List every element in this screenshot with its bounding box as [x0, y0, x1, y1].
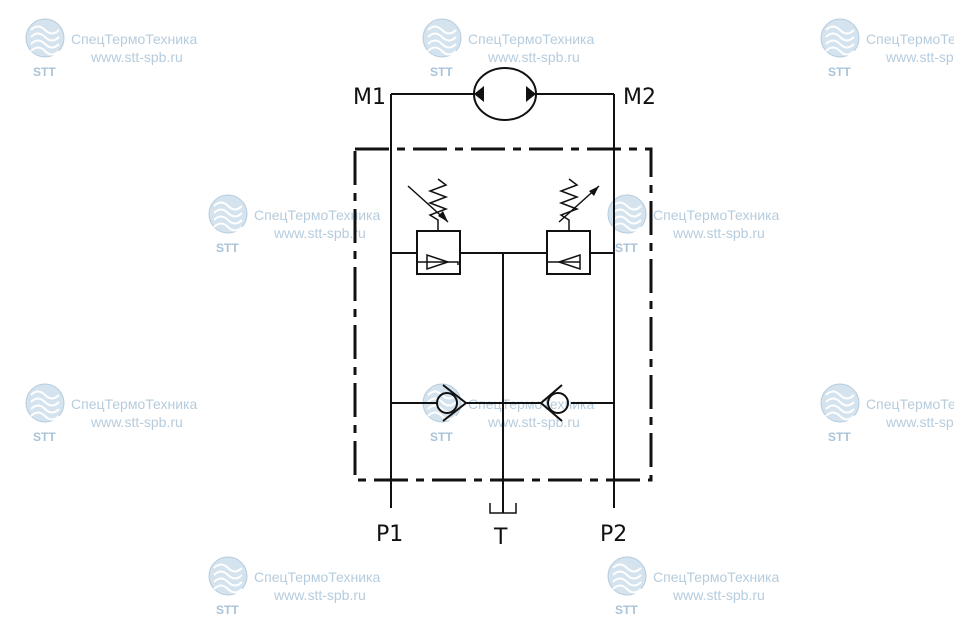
- watermark-logo-text: STT: [216, 241, 239, 255]
- watermark-logo-text: STT: [430, 65, 453, 79]
- watermark-url: www.stt-spb.ru: [672, 225, 765, 241]
- watermark-layer: STTСпецТермоТехникаwww.stt-spb.ruSTTСпец…: [25, 18, 954, 617]
- watermark: STT СпецТермоТехника www.stt-spb.ru: [25, 18, 197, 79]
- watermark-company-name: СпецТермоТехника: [653, 207, 779, 223]
- watermark-logo-text: STT: [828, 430, 851, 444]
- watermark-url: www.stt-spb.ru: [90, 414, 183, 430]
- valve-housing-boundary: [353, 147, 653, 482]
- stt-logo-icon: [607, 556, 647, 596]
- relief-valve-left: [407, 178, 461, 275]
- port-label-p1: P1: [376, 522, 403, 547]
- watermark-url: www.stt-spb.ru: [487, 414, 580, 430]
- tank-symbol: [489, 503, 517, 514]
- stt-logo-icon: [25, 383, 65, 423]
- relief-valve-right: [546, 178, 600, 275]
- check-valve-left: [436, 384, 468, 422]
- stt-logo-icon: [820, 18, 860, 58]
- port-label-t: T: [493, 525, 508, 550]
- stt-logo-icon: [25, 18, 65, 58]
- watermark-logo-text: STT: [615, 603, 638, 617]
- watermark-logo-text: STT: [430, 430, 453, 444]
- watermark: STT СпецТермоТехника www.stt-spb.ru: [607, 194, 779, 255]
- watermark-company-name: СпецТермоТехника: [254, 569, 380, 585]
- watermark-logo-text: STT: [615, 241, 638, 255]
- port-label-m1: M1: [353, 85, 386, 110]
- stt-logo-icon: [208, 556, 248, 596]
- watermark-url: www.stt-spb.ru: [487, 49, 580, 65]
- watermark-logo-text: STT: [828, 65, 851, 79]
- watermark: STT СпецТермоТехника www.stt-spb.ru: [422, 18, 594, 79]
- watermark-company-name: СпецТермоТехника: [71, 396, 197, 412]
- hydraulic-motor-symbol: [473, 67, 537, 121]
- watermark-company-name: СпецТермоТехника: [71, 31, 197, 47]
- watermark-company-name: СпецТермоТехника: [866, 396, 954, 412]
- watermark-company-name: СпецТермоТехника: [254, 207, 380, 223]
- hydraulic-lines: [390, 93, 615, 513]
- watermark-url: www.stt-spb.ru: [672, 587, 765, 603]
- watermark-url: www.stt-spb.ru: [273, 225, 366, 241]
- watermark-logo-text: STT: [33, 65, 56, 79]
- watermark-url: www.stt-spb.ru: [273, 587, 366, 603]
- port-label-m2: M2: [623, 85, 656, 110]
- watermark-logo-text: STT: [216, 603, 239, 617]
- check-valve-right: [539, 384, 569, 422]
- watermark-company-name: СпецТермоТехника: [653, 569, 779, 585]
- watermark-url: www.stt-spb.ru: [90, 49, 183, 65]
- port-label-p2: P2: [600, 522, 627, 547]
- stt-logo-icon: [607, 194, 647, 234]
- stt-logo-icon: [820, 383, 860, 423]
- stt-logo-icon: [422, 18, 462, 58]
- watermark: STT СпецТермоТехника www.stt-spb.ru: [820, 18, 954, 79]
- watermark-url: www.stt-spb.ru: [885, 414, 954, 430]
- watermark: STT СпецТермоТехника www.stt-spb.ru: [607, 556, 779, 617]
- watermark-url: www.stt-spb.ru: [885, 49, 954, 65]
- watermark: STT СпецТермоТехника www.stt-spb.ru: [25, 383, 197, 444]
- watermark: STT СпецТермоТехника www.stt-spb.ru: [208, 556, 380, 617]
- watermark-company-name: СпецТермоТехника: [866, 31, 954, 47]
- stt-logo-icon: [208, 194, 248, 234]
- watermark: STT СпецТермоТехника www.stt-spb.ru: [208, 194, 380, 255]
- watermark-logo-text: STT: [33, 430, 56, 444]
- watermark: STT СпецТермоТехника www.stt-spb.ru: [820, 383, 954, 444]
- watermark-company-name: СпецТермоТехника: [468, 31, 594, 47]
